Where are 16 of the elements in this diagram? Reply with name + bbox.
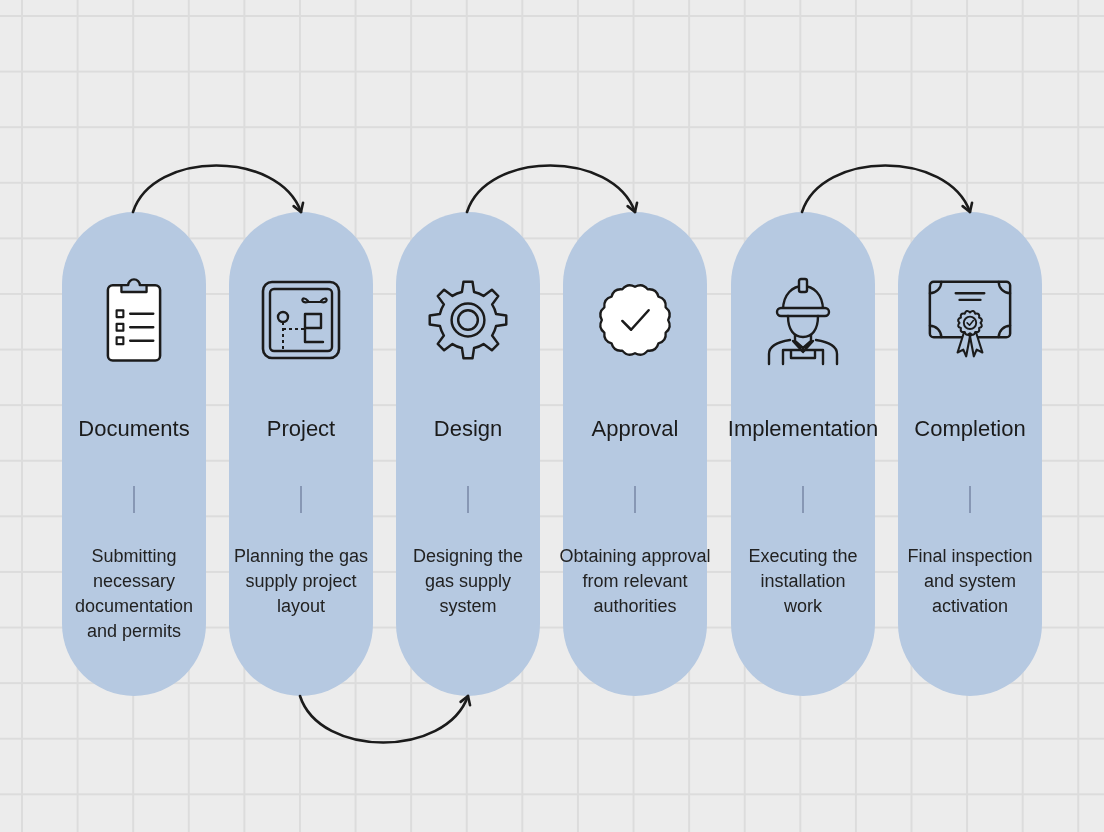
step-title: Documents xyxy=(78,415,190,443)
step-description: Executing the installation work xyxy=(747,545,859,618)
step-title: Project xyxy=(266,415,336,443)
step-description: Submitting necessary documentation and permits xyxy=(73,545,195,643)
curved-arrow xyxy=(465,164,637,214)
step-title: Completion xyxy=(914,415,1026,443)
curved-arrow xyxy=(298,694,470,744)
step-description: Designing the gas supply system xyxy=(411,545,525,618)
curved-arrow xyxy=(800,164,972,214)
step-title: Design xyxy=(433,415,503,443)
step-title: Implementation xyxy=(727,415,879,443)
step-description: Obtaining approval from relevant authorities xyxy=(558,545,712,618)
curved-arrow xyxy=(131,164,303,214)
step-description: Planning the gas supply project layout xyxy=(232,545,370,618)
step-description: Final inspection and system activation xyxy=(906,545,1034,618)
step-title: Approval xyxy=(591,415,679,443)
